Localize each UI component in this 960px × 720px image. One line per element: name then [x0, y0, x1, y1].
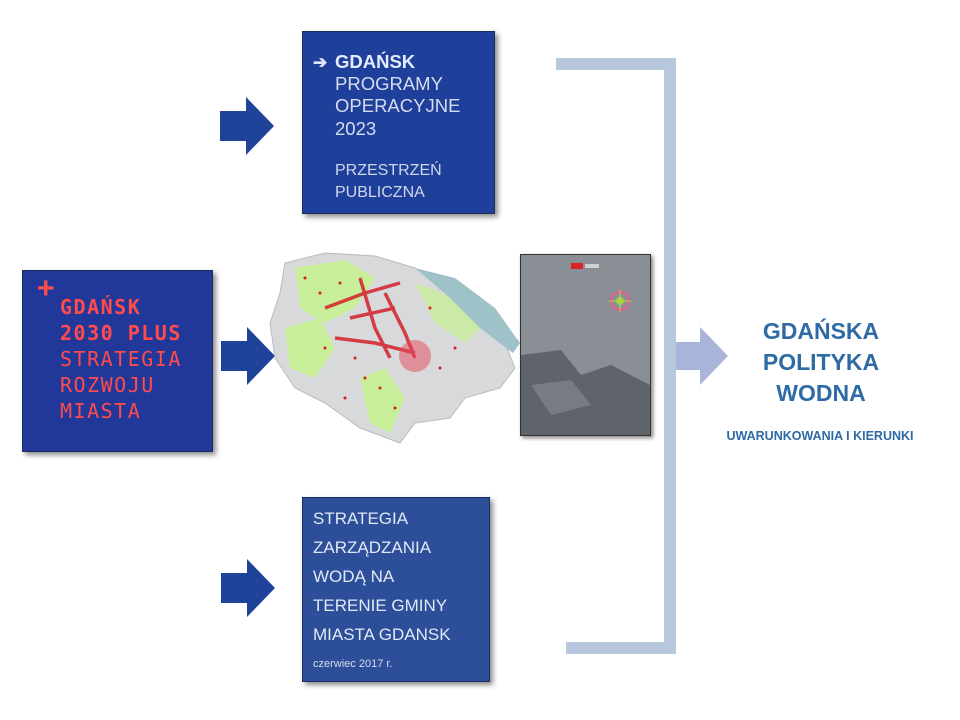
top-box-sub2: PUBLICZNA — [335, 184, 425, 201]
left-box-line3: STRATEGIA — [60, 347, 182, 371]
left-box-line4: ROZWOJU — [60, 373, 155, 397]
bottom-box-line3: WODĄ NA — [313, 567, 395, 586]
top-box-line3: OPERACYJNE — [335, 95, 461, 116]
bottom-box-line1: STRATEGIA — [313, 509, 409, 528]
top-box-sub1: PRZESTRZEŃ — [335, 162, 442, 179]
left-box-line1: GDAŃSK — [60, 295, 142, 319]
bottom-box-line4: TERENIE GMINY — [313, 596, 448, 615]
result-title-line3: WODNA — [776, 380, 866, 406]
result-title-line1: GDAŃSKA — [762, 318, 880, 344]
bottom-box-line5: MIASTA GDANSK — [313, 625, 451, 644]
left-box-line5: MIASTA — [60, 399, 142, 423]
top-box-line2: PROGRAMY — [335, 73, 443, 94]
result-subtitle: UWARUNKOWANIA I KIERUNKI — [726, 429, 914, 443]
result-arrow — [676, 327, 728, 385]
arrow-top — [220, 97, 274, 155]
bottom-box-line2: ZARZĄDZANIA — [313, 538, 432, 557]
top-box-line1: GDAŃSK — [335, 51, 416, 72]
study-document-cover — [520, 254, 651, 436]
city-map-image — [269, 252, 520, 444]
programy-operacyjne-card: ➔ GDAŃSK PROGRAMY OPERACYJNE 2023 PRZEST… — [302, 31, 495, 214]
arrow-bottom — [221, 559, 275, 617]
arrow-middle — [221, 327, 275, 385]
result-title-line2: POLITYKA — [762, 349, 880, 375]
document-cover-art — [521, 263, 650, 435]
left-box-line2: 2030 PLUS — [60, 321, 182, 345]
plus-icon: + — [37, 272, 55, 305]
top-box-line4: 2023 — [335, 118, 377, 139]
arrow-right-icon: ➔ — [313, 53, 328, 72]
strategia-rozwoju-card: + GDAŃSK 2030 PLUS STRATEGIA ROZWOJU MIA… — [22, 270, 213, 452]
strategia-zarzadzania-woda-card: STRATEGIA ZARZĄDZANIA WODĄ NA TERENIE GM… — [302, 497, 490, 682]
bottom-box-date: czerwiec 2017 r. — [313, 658, 393, 670]
grouping-bracket — [556, 58, 676, 654]
